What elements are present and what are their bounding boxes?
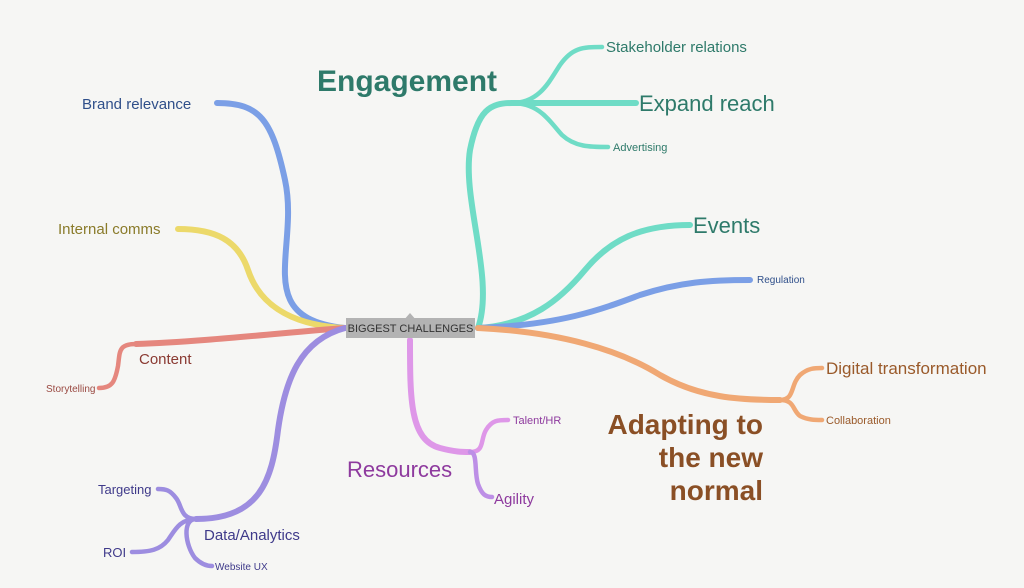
connector-brand-relevance: [214, 100, 348, 331]
label-adapting-line2[interactable]: the new: [659, 442, 763, 473]
label-stakeholder-relations[interactable]: Stakeholder relations: [606, 39, 747, 56]
connector-storytelling: [96, 341, 139, 391]
label-brand-relevance[interactable]: Brand relevance: [82, 96, 191, 113]
label-targeting[interactable]: Targeting: [98, 482, 151, 497]
label-agility[interactable]: Agility: [494, 491, 535, 508]
connector-stakeholder-relations: [509, 44, 605, 106]
connector-website-ux: [184, 516, 215, 569]
label-website-ux[interactable]: Website UX: [215, 562, 268, 573]
label-internal-comms[interactable]: Internal comms: [58, 221, 161, 238]
label-storytelling[interactable]: Storytelling: [46, 384, 95, 395]
connector-targeting: [155, 486, 199, 522]
connector-engagement: [465, 100, 515, 331]
label-adapting-line1[interactable]: Adapting to: [607, 409, 763, 440]
label-content[interactable]: Content: [139, 351, 192, 368]
label-talent-hr[interactable]: Talent/HR: [513, 415, 561, 427]
center-node-label: BIGGEST CHALLENGES: [348, 323, 474, 335]
connector-advertising: [509, 100, 611, 150]
label-regulation[interactable]: Regulation: [757, 275, 805, 286]
label-roi[interactable]: ROI: [103, 545, 126, 560]
connector-data-analytics: [193, 325, 348, 522]
connector-collaboration: [777, 397, 825, 423]
label-resources[interactable]: Resources: [347, 457, 452, 482]
label-collaboration[interactable]: Collaboration: [826, 415, 891, 427]
connector-digital-transformation: [777, 365, 825, 403]
label-events[interactable]: Events: [693, 213, 760, 238]
connector-regulation: [475, 277, 753, 331]
connector-content: [133, 325, 348, 347]
center-node[interactable]: [346, 318, 475, 338]
label-adapting-line3[interactable]: normal: [670, 475, 763, 506]
connector-internal-comms: [175, 226, 348, 331]
label-expand-reach[interactable]: Expand reach: [639, 91, 775, 116]
connector-resources: [407, 337, 473, 455]
label-engagement[interactable]: Engagement: [317, 65, 497, 98]
connector-roi: [129, 516, 199, 555]
connector-events: [475, 222, 693, 331]
label-digital-transformation[interactable]: Digital transformation: [826, 359, 987, 378]
connector-agility: [467, 449, 495, 500]
connector-adapting: [475, 325, 783, 403]
label-advertising[interactable]: Advertising: [613, 142, 667, 154]
label-data-analytics[interactable]: Data/Analytics: [204, 527, 300, 544]
connector-talent-hr: [467, 417, 511, 455]
